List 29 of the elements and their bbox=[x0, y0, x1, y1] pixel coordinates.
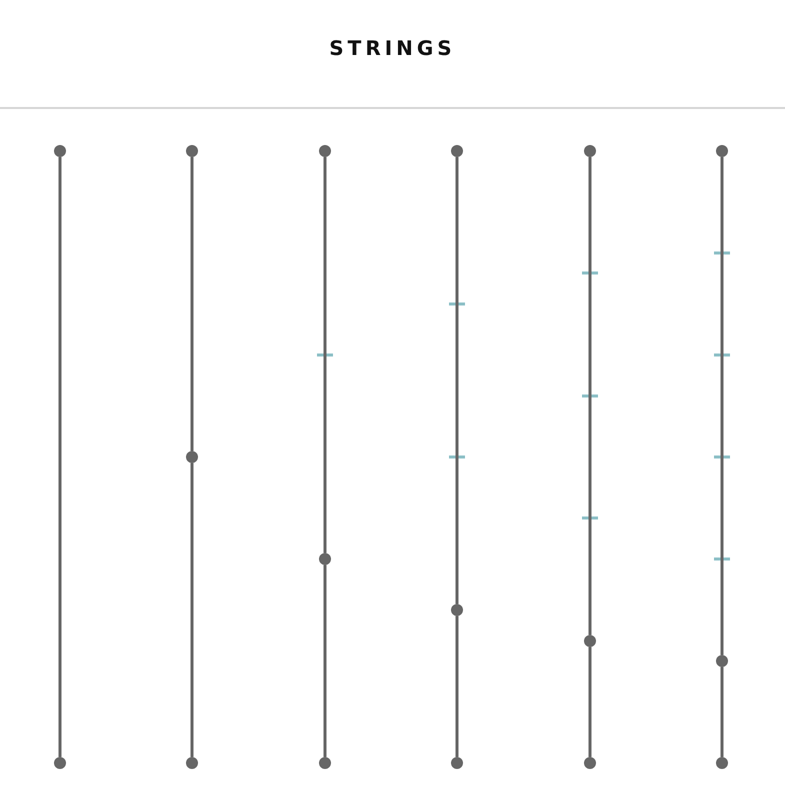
string-line bbox=[190, 157, 194, 451]
string-dot bbox=[716, 655, 728, 667]
string-line bbox=[456, 616, 458, 757]
string-dot bbox=[584, 145, 596, 157]
string-dot bbox=[716, 145, 728, 157]
string-dot bbox=[451, 145, 463, 157]
string-dot bbox=[186, 145, 198, 157]
string-line bbox=[324, 565, 326, 757]
string-line bbox=[324, 157, 326, 553]
string-dot bbox=[186, 451, 198, 463]
string-line bbox=[58, 157, 62, 757]
string-dot bbox=[54, 757, 66, 769]
string-line bbox=[588, 647, 592, 757]
string-dot bbox=[716, 757, 728, 769]
string-dot bbox=[451, 604, 463, 616]
string-dot bbox=[584, 757, 596, 769]
string-dot bbox=[186, 757, 198, 769]
string-dot bbox=[584, 635, 596, 647]
string-line bbox=[720, 667, 724, 757]
string-dot bbox=[451, 757, 463, 769]
string-dot bbox=[319, 553, 331, 565]
string-dot bbox=[54, 145, 66, 157]
string-dot bbox=[319, 757, 331, 769]
string-line bbox=[456, 157, 458, 604]
string-line bbox=[720, 157, 724, 655]
title: STRINGS bbox=[329, 36, 456, 60]
string-line bbox=[588, 157, 592, 635]
string-line bbox=[190, 463, 194, 757]
string-dot bbox=[319, 145, 331, 157]
